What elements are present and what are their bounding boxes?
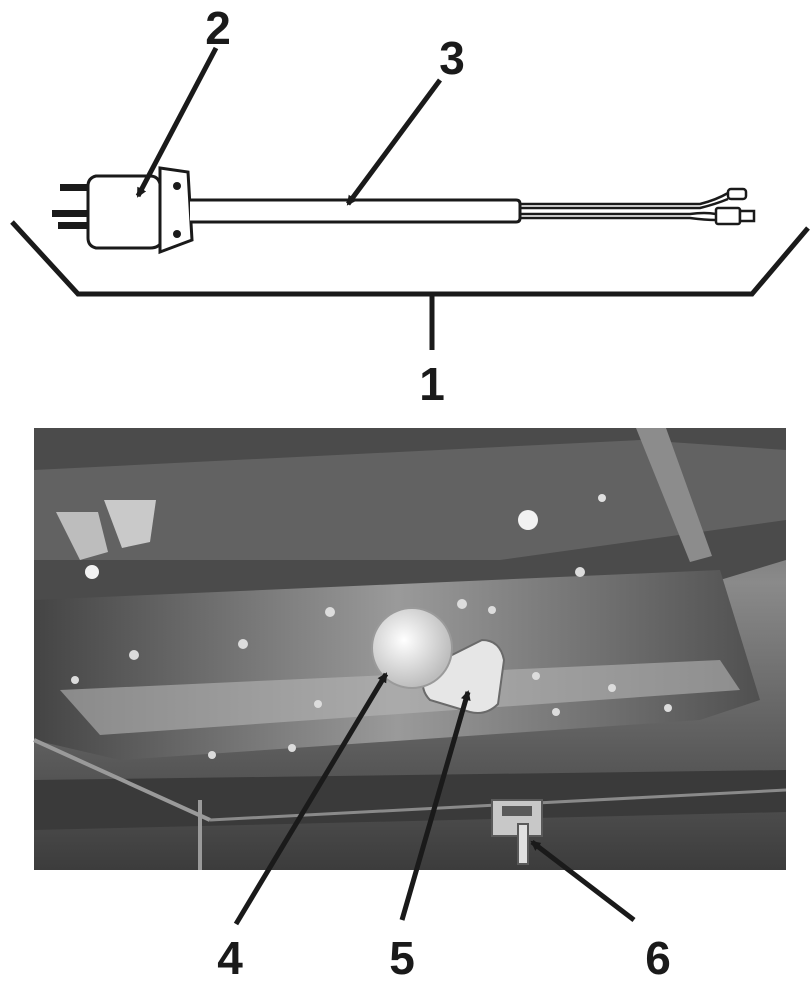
reflection-spot-3 (598, 494, 606, 502)
wire-upper (520, 191, 729, 206)
callout-4: 4 (217, 932, 243, 981)
arrow-4 (233, 672, 389, 926)
callout-5: 5 (389, 932, 415, 981)
arrow-5 (399, 690, 471, 921)
panel-screws (71, 567, 672, 759)
reflection-spot-2 (85, 565, 99, 579)
tray-outline (10, 220, 810, 297)
right-beam (636, 428, 712, 562)
wire-lower-b (520, 216, 717, 222)
arrow-3 (345, 78, 443, 206)
plug-body (86, 174, 164, 250)
rail-edge-1 (33, 738, 211, 822)
reflector-lip (60, 660, 740, 735)
lamp-bulb (371, 607, 453, 689)
lamp-socket (421, 638, 506, 714)
plug-screw-bottom (173, 230, 181, 238)
reflection-spot-1 (518, 510, 538, 530)
lamp-photo (33, 428, 787, 926)
plug-flange (158, 166, 194, 255)
wire-upper-b (520, 197, 729, 210)
wire-upper-terminal (726, 187, 748, 201)
bracket-clip (517, 823, 529, 865)
callout-1: 1 (419, 358, 445, 410)
lower-rail (34, 770, 786, 830)
hanger-tab-right (104, 500, 156, 548)
plug-prongs (52, 184, 98, 229)
ceiling-sheen (34, 440, 786, 560)
arrow-6 (530, 840, 636, 922)
wire-lower (520, 211, 717, 216)
cord-sheath (190, 198, 522, 224)
callout-3: 3 (439, 32, 465, 84)
cord-illustration: 2 3 1 (10, 2, 810, 410)
bracket-slot (502, 806, 532, 816)
wire-lower-connector (714, 206, 742, 226)
hanger-tab-left (56, 512, 108, 560)
plug-screw-top (173, 182, 181, 190)
arrow-2 (135, 46, 219, 198)
callout-6: 6 (645, 932, 671, 981)
wire-lower-connector-tip (738, 209, 756, 223)
callout-2: 2 (205, 2, 231, 54)
